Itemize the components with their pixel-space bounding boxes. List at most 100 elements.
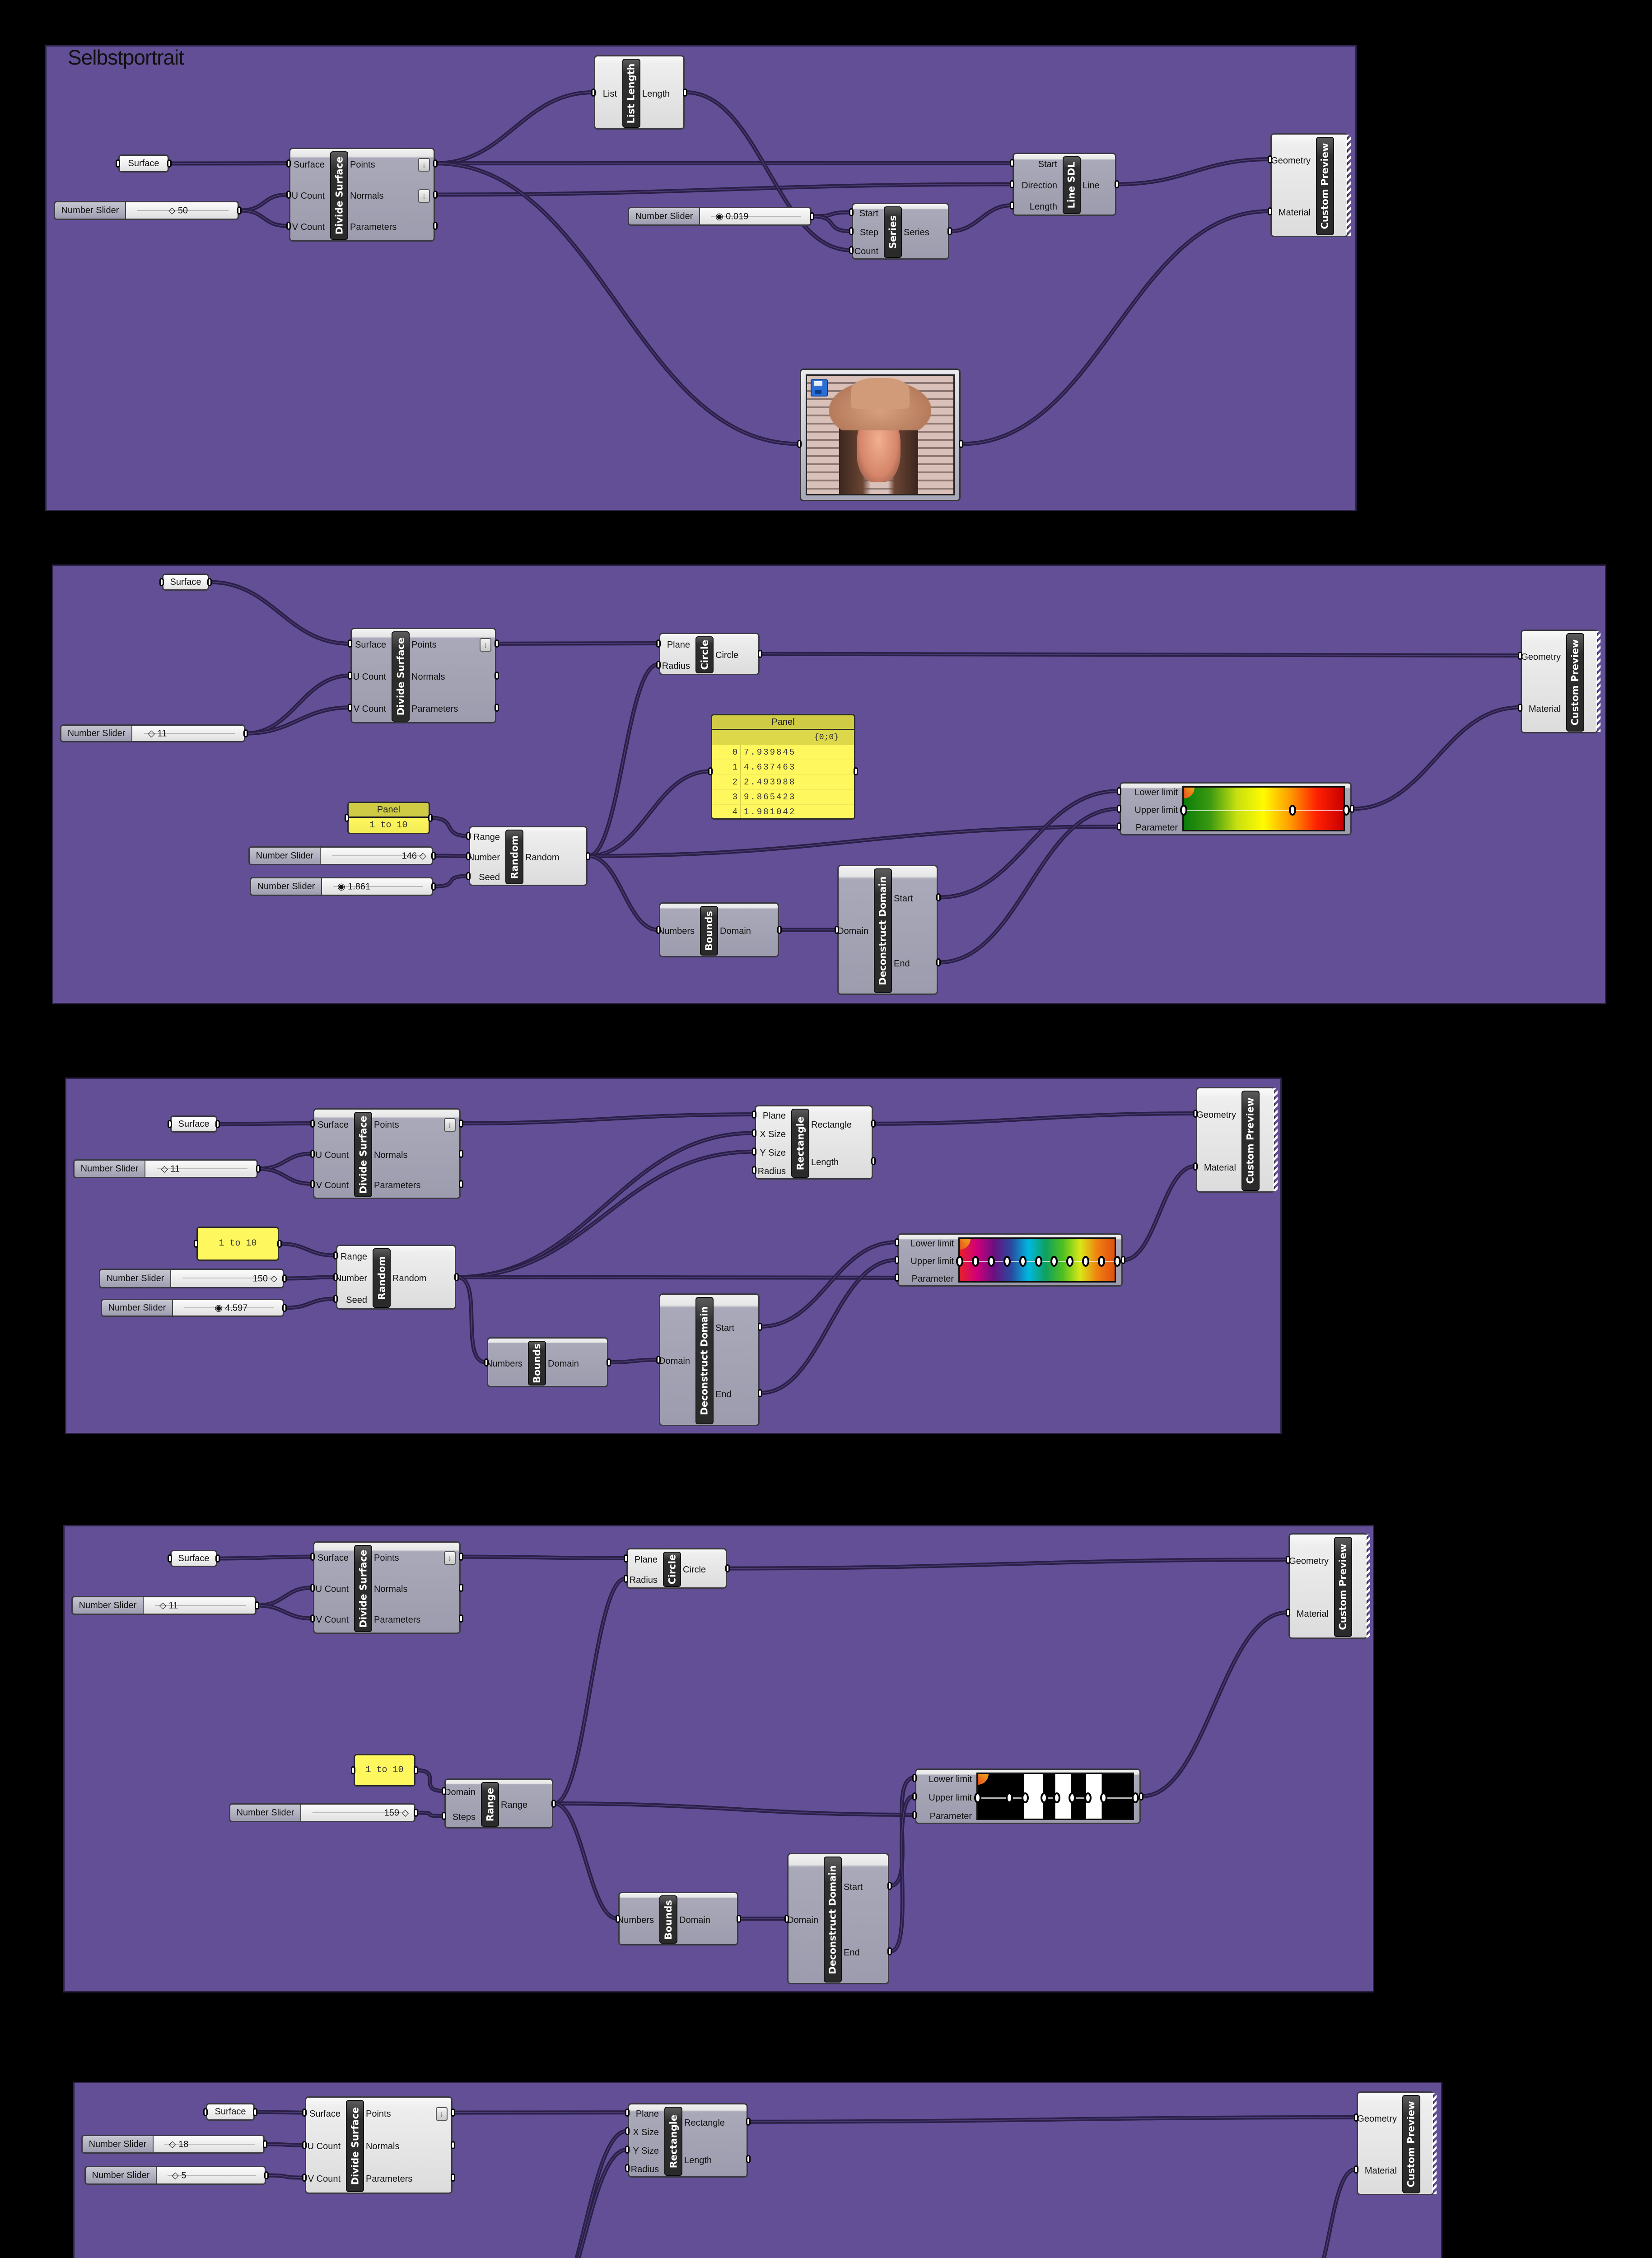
input-u-count[interactable]: U Count xyxy=(353,672,386,682)
panel[interactable]: 1 to 10 xyxy=(196,1227,279,1261)
slider-track[interactable]: ◉ 4.597 xyxy=(173,1300,283,1316)
input-domain[interactable]: Domain xyxy=(659,1356,690,1366)
input-plane[interactable]: Plane xyxy=(634,1554,658,1565)
input-grip[interactable] xyxy=(116,159,120,168)
input-grip[interactable] xyxy=(484,1358,489,1367)
input-grip[interactable] xyxy=(168,1554,172,1563)
input-u-count[interactable]: U Count xyxy=(307,2141,341,2151)
input-grip[interactable] xyxy=(849,227,854,235)
output-start[interactable]: Start xyxy=(715,1323,735,1333)
input-grip[interactable] xyxy=(752,1110,756,1119)
input-grip[interactable] xyxy=(310,1583,315,1592)
input-grip[interactable] xyxy=(1010,180,1014,188)
input-grip[interactable] xyxy=(203,2108,208,2116)
input-grip[interactable] xyxy=(656,660,661,669)
surface-param[interactable]: Surface xyxy=(206,2103,255,2121)
input-grip[interactable] xyxy=(466,832,471,840)
input-grip[interactable] xyxy=(1354,2165,1358,2174)
input-grip[interactable] xyxy=(333,1273,338,1281)
output-length[interactable]: Length xyxy=(811,1157,839,1167)
slider-knob-diamond-icon[interactable]: ◇ xyxy=(169,2139,176,2150)
input-x-size[interactable]: X Size xyxy=(633,2127,659,2137)
input-numbers[interactable]: Numbers xyxy=(617,1915,654,1925)
input-grip[interactable] xyxy=(1268,207,1272,215)
input-grip[interactable] xyxy=(656,1356,661,1364)
input-grip[interactable] xyxy=(624,1574,628,1583)
input-start[interactable]: Start xyxy=(1038,159,1057,170)
output-grip[interactable] xyxy=(495,672,499,680)
slider-value[interactable]: ◉ 1.861 xyxy=(337,881,370,892)
gradient-stop-handle[interactable] xyxy=(1021,1792,1029,1803)
slider-value[interactable]: ◉ 4.597 xyxy=(215,1302,247,1314)
panel-text[interactable]: 1 to 10 xyxy=(365,1765,404,1775)
input-surface[interactable]: Surface xyxy=(355,640,386,650)
input-y-size[interactable]: Y Size xyxy=(633,2146,659,2156)
output-normals[interactable]: Normals xyxy=(374,1584,408,1594)
input-grip[interactable] xyxy=(895,1274,899,1282)
slider-knob-diamond-icon[interactable]: ◇ xyxy=(401,1808,409,1818)
output-grip[interactable] xyxy=(428,814,433,822)
flatten-arrow-icon[interactable]: ↓ xyxy=(480,638,491,652)
input-grip[interactable] xyxy=(625,2164,630,2173)
gradient-stop-handle[interactable] xyxy=(956,1256,963,1267)
input-range[interactable]: Range xyxy=(341,1252,367,1262)
input-domain[interactable]: Domain xyxy=(444,1787,476,1797)
output-grip[interactable] xyxy=(810,212,814,220)
input-grip[interactable] xyxy=(591,88,596,97)
number-slider[interactable]: Number Slider◇ 11 xyxy=(73,1159,258,1178)
input-grip[interactable] xyxy=(1117,787,1121,795)
slider-knob-diamond-icon[interactable]: ◇ xyxy=(172,2170,179,2181)
input-grip[interactable] xyxy=(348,639,352,648)
output-grip[interactable] xyxy=(433,191,438,199)
input-grip[interactable] xyxy=(310,1149,315,1158)
output-grip[interactable] xyxy=(737,1914,741,1923)
input-grip[interactable] xyxy=(466,852,471,860)
input-x-size[interactable]: X Size xyxy=(760,1129,786,1139)
input-domain[interactable]: Domain xyxy=(837,926,868,936)
slider-knob-diamond-icon[interactable]: ◇ xyxy=(148,728,155,739)
gradient-stop-handle[interactable] xyxy=(1098,1256,1106,1267)
output-grip[interactable] xyxy=(431,882,436,891)
input-direction[interactable]: Direction xyxy=(1022,181,1057,191)
gradient-stop-handle[interactable] xyxy=(1050,1256,1058,1267)
input-grip[interactable] xyxy=(1518,703,1522,712)
input-radius[interactable]: Radius xyxy=(629,1575,658,1585)
input-grip[interactable] xyxy=(310,1614,315,1623)
input-grip[interactable] xyxy=(194,1240,198,1248)
output-grip[interactable] xyxy=(237,206,242,215)
input-number[interactable]: Number xyxy=(467,852,500,863)
output-grip[interactable] xyxy=(414,1766,418,1774)
input-y-size[interactable]: Y Size xyxy=(760,1148,786,1158)
save-icon[interactable] xyxy=(811,379,828,397)
input-material[interactable]: Material xyxy=(1296,1609,1329,1619)
output-domain[interactable]: Domain xyxy=(720,926,751,936)
slider-knob-circle-icon[interactable]: ◉ xyxy=(337,882,345,892)
slider-knob-circle-icon[interactable]: ◉ xyxy=(715,211,723,222)
output-grip[interactable] xyxy=(431,852,436,860)
output-grip[interactable] xyxy=(854,767,858,775)
slider-value[interactable]: ◇ 11 xyxy=(148,728,167,739)
output-grip[interactable] xyxy=(871,1120,876,1128)
input-grip[interactable] xyxy=(625,2146,630,2154)
number-slider[interactable]: Number Slider◉ 0.019 xyxy=(628,207,812,226)
output-grip[interactable] xyxy=(207,578,212,586)
number-slider[interactable]: Number Slider◇ 50 xyxy=(54,201,239,220)
input-grip[interactable] xyxy=(784,1914,789,1923)
gradient-swatch[interactable] xyxy=(956,1237,1121,1283)
panel[interactable]: 1 to 10 xyxy=(354,1754,415,1787)
input-geometry[interactable]: Geometry xyxy=(1271,155,1311,166)
number-slider[interactable]: Number Slider◇ 11 xyxy=(71,1596,257,1615)
input-grip[interactable] xyxy=(625,2108,630,2117)
output-grip[interactable] xyxy=(758,1322,762,1331)
output-grip[interactable] xyxy=(459,1149,463,1158)
input-plane[interactable]: Plane xyxy=(762,1110,786,1121)
